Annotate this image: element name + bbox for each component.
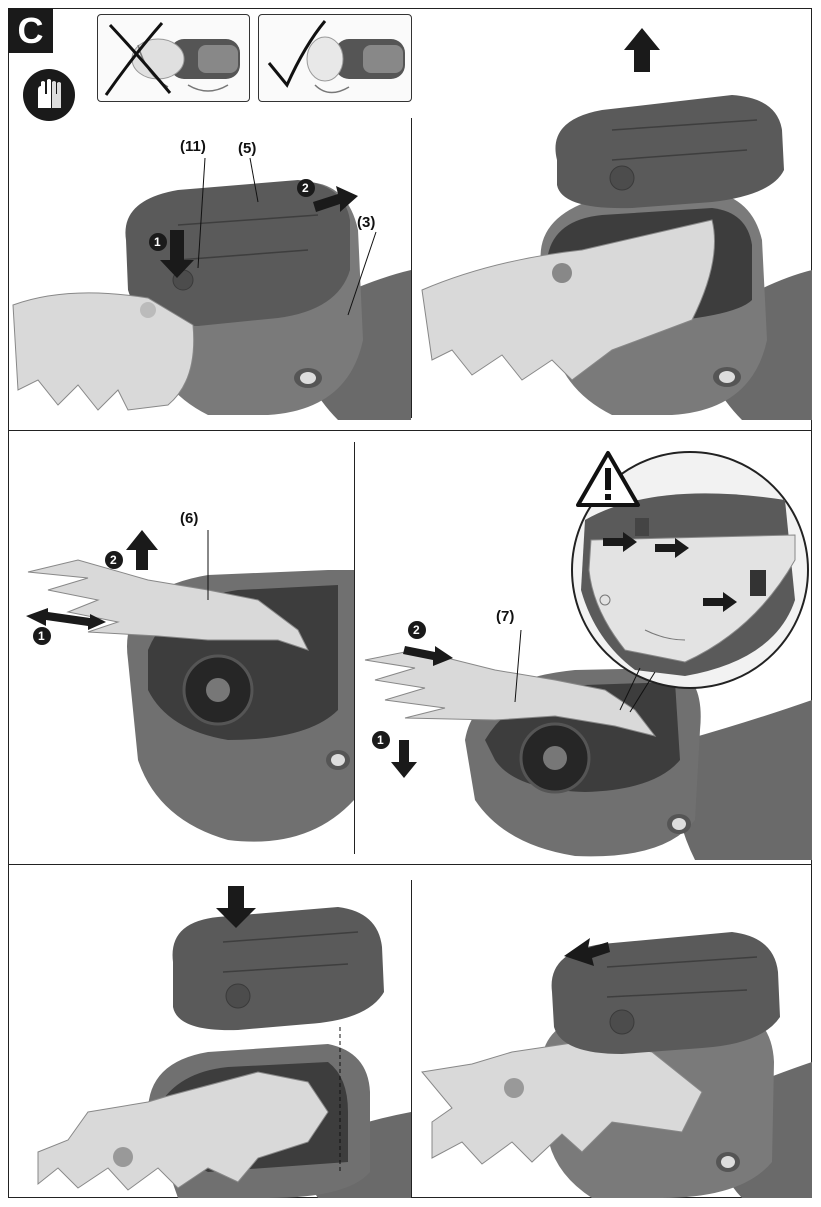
panel-remove-cover-step: 1 2 xyxy=(8,120,411,420)
wrong-grip-box xyxy=(97,14,250,102)
panel-lift-cover-step xyxy=(412,20,812,420)
step-one-label-c: 1 xyxy=(377,733,384,747)
check-mark-icon xyxy=(259,15,411,101)
panel-remove-blade-step: 2 1 xyxy=(8,440,354,860)
warning-triangle-icon xyxy=(575,450,641,508)
step-two-label-c: 2 xyxy=(413,623,420,637)
gloves-icon xyxy=(22,68,76,122)
panel-insert-blade-step: 2 1 xyxy=(355,440,812,860)
part-label-3: (3) xyxy=(357,214,375,231)
right-grip-box xyxy=(258,14,412,102)
step-one-label-a: 1 xyxy=(154,235,161,249)
part-label-11: (11) xyxy=(180,138,206,155)
row-divider-2 xyxy=(8,864,812,865)
panel-slide-cover-step xyxy=(412,872,812,1198)
step-two-label-a: 2 xyxy=(302,181,309,195)
step-two-label-b: 2 xyxy=(110,553,117,567)
panel-lower-cover-step xyxy=(8,872,411,1198)
part-label-5: (5) xyxy=(238,140,256,157)
cross-mark-icon xyxy=(98,15,249,101)
part-label-7: (7) xyxy=(496,608,514,625)
row-divider-1 xyxy=(8,430,812,431)
part-label-6: (6) xyxy=(180,510,198,527)
step-one-label-b: 1 xyxy=(38,629,45,643)
section-letter: C xyxy=(8,8,53,53)
